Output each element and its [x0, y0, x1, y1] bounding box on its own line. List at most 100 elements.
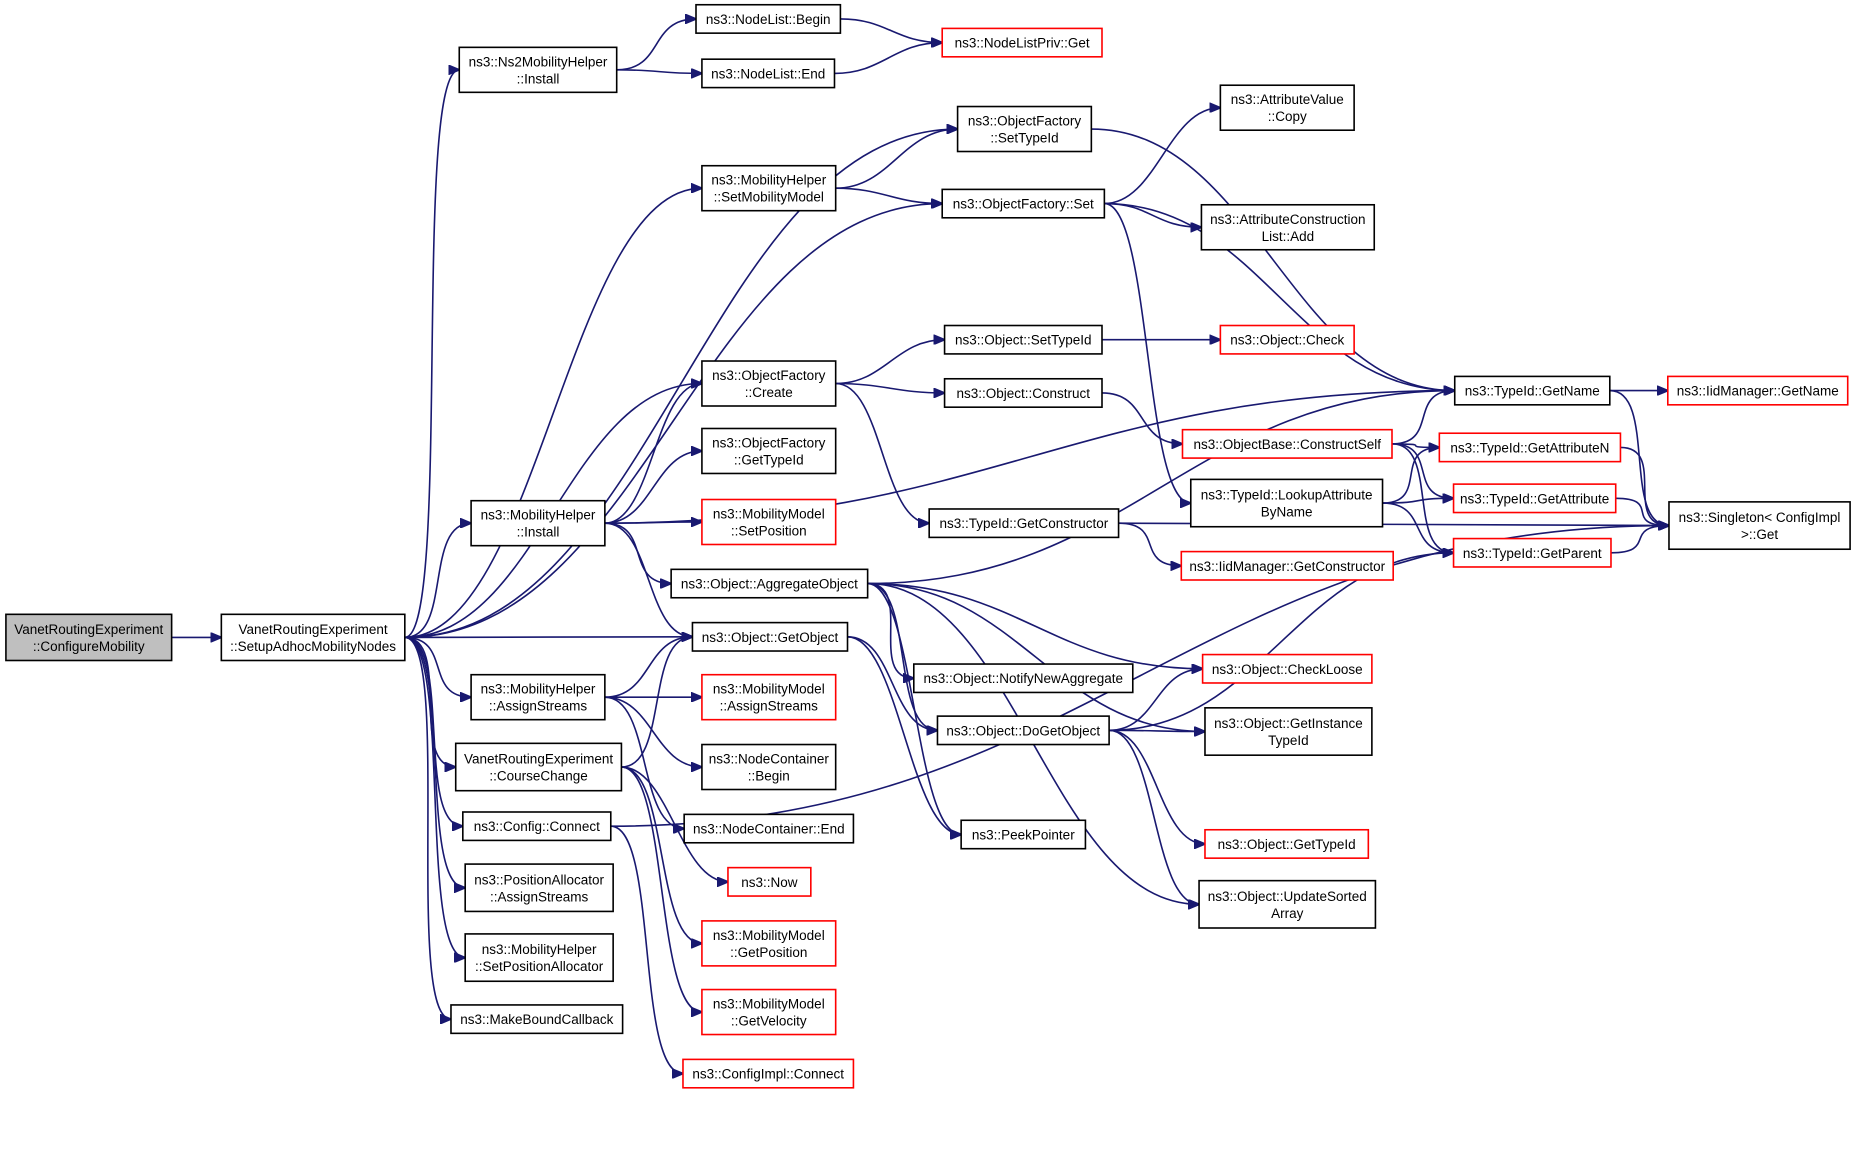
node-label: ns3::MobilityModel [713, 682, 825, 697]
node-ns2-install[interactable]: ns3::Ns2MobilityHelper::Install [458, 46, 618, 94]
node-label: ::GetPosition [730, 945, 807, 960]
node-config-connect[interactable]: ns3::Config::Connect [462, 811, 612, 842]
call-edge [1091, 128, 1454, 391]
call-edge [404, 636, 465, 957]
call-edge [404, 523, 471, 639]
node-typeid-getparent[interactable]: ns3::TypeId::GetParent [1452, 537, 1612, 568]
call-edge [1391, 444, 1439, 448]
call-edge [404, 636, 471, 697]
node-label: ns3::Config::Connect [474, 819, 600, 834]
node-mh-setpositionallocator[interactable]: ns3::MobilityHelper::SetPositionAllocato… [464, 933, 614, 983]
node-obj-check[interactable]: ns3::Object::Check [1219, 324, 1355, 355]
call-edge [847, 636, 962, 835]
call-edge [1391, 443, 1454, 498]
node-label: ns3::MobilityModel [713, 997, 825, 1012]
node-label: ns3::ObjectFactory [968, 114, 1082, 129]
node-obj-settypeid[interactable]: ns3::Object::SetTypeId [943, 324, 1103, 355]
call-edge [604, 384, 702, 524]
node-label: VanetRoutingExperiment [464, 752, 613, 767]
call-edge [1118, 522, 1182, 566]
node-typeid-getattributen[interactable]: ns3::TypeId::GetAttributeN [1438, 432, 1622, 463]
node-label: ns3::NodeList::Begin [706, 12, 831, 27]
node-mm-getvelocity[interactable]: ns3::MobilityModel::GetVelocity [701, 988, 837, 1036]
node-of-settypeid[interactable]: ns3::ObjectFactory::SetTypeId [956, 105, 1093, 153]
node-mh-setmobilitymodel[interactable]: ns3::MobilityHelper::SetMobilityModel [701, 164, 837, 212]
node-of-gettypeid[interactable]: ns3::ObjectFactory::GetTypeId [701, 427, 837, 475]
call-edge [621, 637, 692, 768]
node-of-create[interactable]: ns3::ObjectFactory::Create [701, 360, 837, 407]
node-label: ns3::NodeListPriv::Get [955, 36, 1090, 51]
node-obj-aggregate[interactable]: ns3::Object::AggregateObject [670, 568, 869, 599]
node-mm-setposition[interactable]: ns3::MobilityModel::SetPosition [701, 498, 837, 546]
node-label: ns3::Now [741, 875, 798, 890]
call-edge [621, 766, 701, 943]
node-obj-checkloose[interactable]: ns3::Object::CheckLoose [1201, 653, 1373, 684]
node-typeid-getattribute[interactable]: ns3::TypeId::GetAttribute [1452, 483, 1617, 514]
node-label: ns3::TypeId::GetConstructor [939, 516, 1108, 531]
node-label: ::AssignStreams [490, 889, 589, 904]
node-iid-getname[interactable]: ns3::IidManager::GetName [1666, 375, 1849, 406]
node-obj-gettypeid[interactable]: ns3::Object::GetTypeId [1204, 828, 1370, 859]
node-configure-mobility[interactable]: VanetRoutingExperiment::ConfigureMobilit… [5, 613, 173, 662]
node-label: ns3::Object::GetTypeId [1218, 837, 1356, 852]
node-nodelist-end[interactable]: ns3::NodeList::End [701, 58, 836, 89]
call-edge [867, 582, 914, 679]
node-label: ns3::MakeBoundCallback [460, 1012, 613, 1027]
node-label: TypeId [1268, 733, 1309, 748]
node-iid-getconstructor[interactable]: ns3::IidManager::GetConstructor [1180, 550, 1394, 581]
node-of-set[interactable]: ns3::ObjectFactory::Set [941, 188, 1106, 219]
node-obj-getobject[interactable]: ns3::Object::GetObject [691, 621, 849, 652]
node-mm-assignstreams[interactable]: ns3::MobilityModel::AssignStreams [701, 673, 837, 721]
node-peekpointer[interactable]: ns3::PeekPointer [960, 819, 1087, 850]
call-edge [835, 340, 945, 385]
node-vre-coursechange[interactable]: VanetRoutingExperiment::CourseChange [454, 742, 623, 792]
call-edge [867, 391, 1455, 585]
node-typeid-getname[interactable]: ns3::TypeId::GetName [1453, 375, 1611, 406]
node-label: ns3::Ns2MobilityHelper [469, 54, 608, 69]
node-label: ns3::AttributeConstruction [1210, 212, 1365, 227]
node-nodelist-begin[interactable]: ns3::NodeList::Begin [695, 3, 842, 34]
node-nc-begin[interactable]: ns3::NodeContainer::Begin [701, 743, 837, 791]
node-label: Array [1271, 906, 1304, 921]
node-av-copy[interactable]: ns3::AttributeValue::Copy [1219, 84, 1355, 132]
node-singleton-get[interactable]: ns3::Singleton< ConfigImpl >::Get [1668, 501, 1851, 551]
node-configimpl-connect[interactable]: ns3::ConfigImpl::Connect [682, 1058, 855, 1089]
node-makeboundcallback[interactable]: ns3::MakeBoundCallback [450, 1004, 624, 1035]
call-edge [616, 70, 702, 74]
node-label: ::SetTypeId [990, 131, 1058, 146]
node-mh-assignstreams[interactable]: ns3::MobilityHelper::AssignStreams [470, 673, 606, 721]
node-label: ns3::MobilityHelper [481, 682, 596, 697]
node-label: ns3::ObjectFactory::Set [953, 197, 1094, 212]
node-label: ns3::Object::GetInstance [1214, 716, 1363, 731]
node-now[interactable]: ns3::Now [727, 866, 812, 897]
node-nc-end[interactable]: ns3::NodeContainer::End [683, 813, 855, 844]
call-edge [1609, 389, 1669, 526]
node-ob-constructself[interactable]: ns3::ObjectBase::ConstructSelf [1181, 428, 1393, 459]
node-label: ns3::ConfigImpl::Connect [692, 1067, 844, 1082]
node-label: ns3::MobilityHelper [482, 942, 597, 957]
call-edge [835, 382, 930, 524]
node-obj-notifynewaggregate[interactable]: ns3::Object::NotifyNewAggregate [912, 663, 1134, 694]
node-pa-assignstreams[interactable]: ns3::PositionAllocator::AssignStreams [464, 863, 614, 913]
node-label: ::ConfigureMobility [33, 639, 145, 654]
node-label: ::GetTypeId [734, 452, 804, 467]
node-label: ns3::Object::DoGetObject [946, 723, 1100, 738]
node-mm-getposition[interactable]: ns3::MobilityModel::GetPosition [701, 920, 837, 967]
node-label: ns3::MobilityHelper [481, 508, 596, 523]
node-setup-adhoc[interactable]: VanetRoutingExperiment::SetupAdhocMobili… [220, 613, 406, 662]
node-label: ns3::TypeId::LookupAttribute [1201, 488, 1373, 503]
node-typeid-getconstructor[interactable]: ns3::TypeId::GetConstructor [928, 508, 1120, 539]
node-mh-install[interactable]: ns3::MobilityHelper::Install [470, 499, 606, 547]
node-obj-construct[interactable]: ns3::Object::Construct [943, 377, 1103, 408]
call-edge [1615, 497, 1669, 525]
node-label: ns3::Object::NotifyNewAggregate [923, 671, 1123, 686]
node-label: ns3::Object::SetTypeId [955, 333, 1092, 348]
node-obj-dogetobject[interactable]: ns3::Object::DoGetObject [936, 715, 1110, 746]
node-label: ns3::Singleton< ConfigImpl [1679, 510, 1841, 525]
call-edge [404, 129, 958, 639]
node-nodelistpriv-get[interactable]: ns3::NodeListPriv::Get [941, 27, 1103, 58]
